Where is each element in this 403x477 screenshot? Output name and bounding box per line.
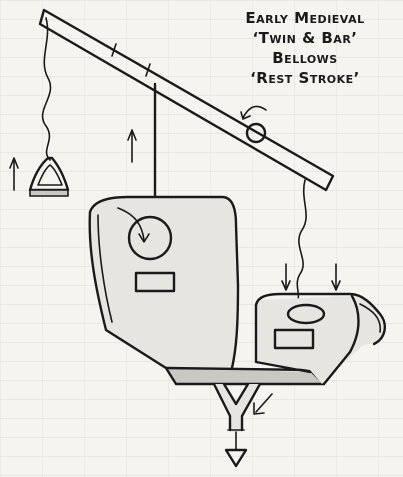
right-down-arrow-1 xyxy=(281,263,291,291)
title-line-2: ‘Twin & Bar’ xyxy=(252,29,358,47)
left-bellows xyxy=(88,195,240,370)
right-down-arrow-2 xyxy=(331,263,341,291)
lever-bar xyxy=(38,8,335,192)
right-bellows xyxy=(254,292,386,386)
diagram-title: Early Medieval ‘Twin & Bar’ Bellows ‘Res… xyxy=(210,8,400,88)
counterweight xyxy=(28,156,70,197)
right-rope xyxy=(296,179,307,301)
right-bellows-plate xyxy=(273,328,315,350)
outlet-down-arrow xyxy=(224,431,248,468)
rod-up-arrow xyxy=(127,129,137,163)
title-line-3: Bellows xyxy=(272,49,338,67)
left-intake-valve xyxy=(117,207,173,261)
title-line-4: ‘Rest Stroke’ xyxy=(250,69,360,87)
right-intake-valve xyxy=(286,303,326,325)
airflow-arrow xyxy=(253,393,273,415)
weight-up-arrow xyxy=(9,157,19,191)
pivot-rotation-arrow xyxy=(240,105,267,120)
pivot-ring xyxy=(245,122,267,144)
title-line-1: Early Medieval xyxy=(245,9,365,27)
tuyere-pipe xyxy=(212,382,262,432)
weight-rope xyxy=(41,17,52,161)
left-bellows-plate xyxy=(134,271,176,293)
